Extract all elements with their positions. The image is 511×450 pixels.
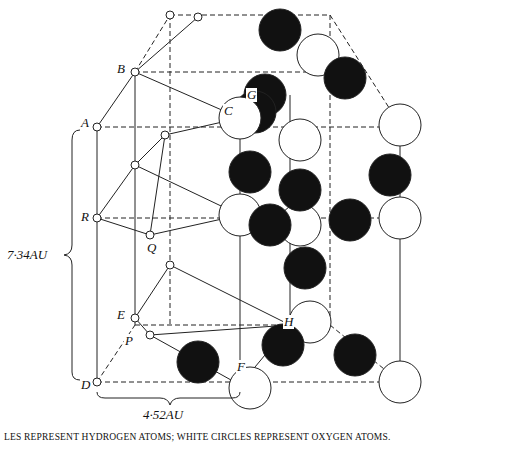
lattice-dashed-lines xyxy=(97,15,400,382)
point-letter: Q xyxy=(146,241,157,255)
point-letter: H xyxy=(283,315,294,329)
point-letter: B xyxy=(116,62,126,76)
dimension-braces xyxy=(64,130,240,405)
figure-caption: LES REPRESENT HYDROGEN ATOMS; WHITE CIRC… xyxy=(4,432,391,442)
point-letter: P xyxy=(124,334,134,348)
point-letter: G xyxy=(246,88,257,102)
dimension-label: 4·52AU xyxy=(142,408,184,422)
point-letter: C xyxy=(223,104,234,118)
atom-circles xyxy=(177,9,421,409)
point-letter: R xyxy=(80,210,90,224)
point-letter: D xyxy=(80,378,91,392)
dimension-label: 7·34AU xyxy=(6,248,48,262)
point-letter: E xyxy=(116,308,126,322)
point-letter: A xyxy=(80,116,90,130)
point-letter: F xyxy=(236,360,246,374)
small-lattice-points xyxy=(93,11,202,386)
lattice-solid-lines xyxy=(97,17,400,385)
